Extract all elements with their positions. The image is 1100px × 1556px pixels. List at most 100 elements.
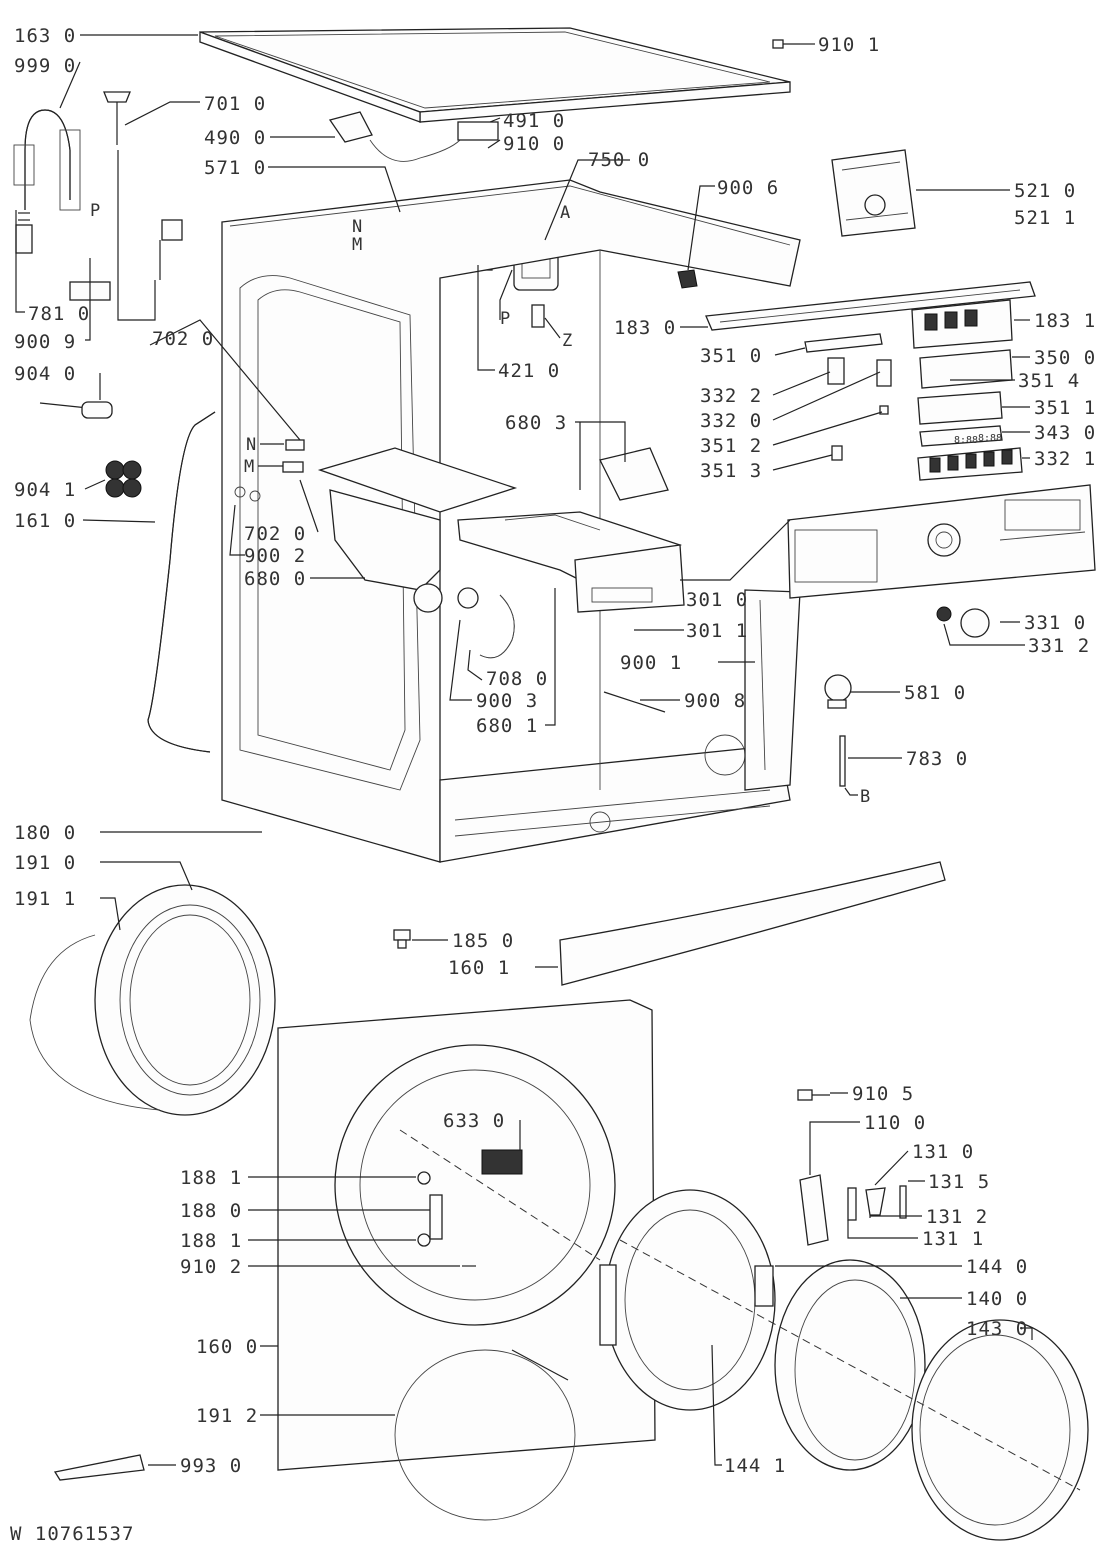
callout-680-0: 680 0 xyxy=(244,568,306,590)
callout-161-0: 161 0 xyxy=(14,510,76,532)
callout-110-0: 110 0 xyxy=(864,1112,926,1134)
callout-332-0: 332 0 xyxy=(700,410,762,432)
callout-702-0-a: 702 0 xyxy=(152,328,214,350)
callout-331-2: 331 2 xyxy=(1028,635,1090,657)
callout-191-0: 191 0 xyxy=(14,852,76,874)
callout-131-0: 131 0 xyxy=(912,1141,974,1163)
part-701 xyxy=(103,91,131,145)
callout-143-0: 143 0 xyxy=(966,1318,1028,1340)
cabinet xyxy=(221,179,801,863)
callout-910-5: 910 5 xyxy=(852,1083,914,1105)
part-783 xyxy=(839,735,846,787)
callout-351-3: 351 3 xyxy=(700,460,762,482)
drain-hose xyxy=(13,109,81,254)
tag-B: B xyxy=(860,787,870,807)
parts-131 xyxy=(847,1185,907,1221)
callout-188-1-a: 188 1 xyxy=(180,1167,242,1189)
tag-A: A xyxy=(560,203,570,223)
callout-131-2: 131 2 xyxy=(926,1206,988,1228)
top-rail xyxy=(705,281,1036,331)
callout-750-0: 750 0 xyxy=(588,149,650,171)
small-parts-332 xyxy=(827,357,892,461)
outer-ring xyxy=(911,1319,1089,1541)
tag-P1: P xyxy=(90,201,100,221)
callout-491-0: 491 0 xyxy=(503,110,565,132)
letter-tags: N M N M A P P Z B xyxy=(90,201,870,807)
callout-350-0: 350 0 xyxy=(1034,347,1096,369)
callout-183-1: 183 1 xyxy=(1034,310,1096,332)
svg-text:8:88: 8:88 xyxy=(954,435,978,446)
callout-900-2: 900 2 xyxy=(244,545,306,567)
tool-993 xyxy=(53,1454,145,1481)
knob-331 xyxy=(936,606,990,638)
callout-144-0: 144 0 xyxy=(966,1256,1028,1278)
callout-140-0: 140 0 xyxy=(966,1288,1028,1310)
callout-521-0: 521 0 xyxy=(1014,180,1076,202)
cable-tie xyxy=(603,691,666,713)
callout-900-6: 900 6 xyxy=(717,177,779,199)
control-panel xyxy=(787,484,1096,599)
pcb-183-1 xyxy=(911,299,1013,349)
button-rows: 8:88 8:88 xyxy=(917,391,1023,481)
callout-680-1: 680 1 xyxy=(476,715,538,737)
door-frame xyxy=(599,1189,776,1411)
callout-633-0: 633 0 xyxy=(443,1110,505,1132)
callout-993-0: 993 0 xyxy=(180,1455,242,1477)
callout-910-2: 910 2 xyxy=(180,1256,242,1278)
tag-N1: N xyxy=(352,217,362,237)
dispenser-680-0 xyxy=(317,447,518,613)
callout-910-0: 910 0 xyxy=(503,133,565,155)
callout-781-0: 781 0 xyxy=(28,303,90,325)
feet-904-1 xyxy=(105,460,142,498)
top-cover xyxy=(199,27,791,123)
clip-781 xyxy=(69,219,183,301)
callout-702-0-b: 702 0 xyxy=(244,523,306,545)
callout-185-0: 185 0 xyxy=(452,930,514,952)
screw-910-5 xyxy=(797,1089,830,1101)
callout-999-0: 999 0 xyxy=(14,55,76,77)
callout-701-0: 701 0 xyxy=(204,93,266,115)
document-id: W 10761537 xyxy=(10,1523,134,1545)
callout-680-3: 680 3 xyxy=(505,412,567,434)
callout-301-1: 301 1 xyxy=(686,620,748,642)
callout-131-1: 131 1 xyxy=(922,1228,984,1250)
tag-M1: M xyxy=(352,235,362,255)
part-900-6 xyxy=(677,269,698,289)
control-board xyxy=(831,149,916,237)
part-191-2 xyxy=(394,1349,576,1521)
front-bar xyxy=(559,861,946,986)
screw-185 xyxy=(393,929,411,949)
part-702 xyxy=(234,439,305,502)
callout-571-0: 571 0 xyxy=(204,157,266,179)
callout-904-0: 904 0 xyxy=(14,363,76,385)
door-seal xyxy=(29,884,276,1116)
callout-163-0: 163 0 xyxy=(14,25,76,47)
handle-110 xyxy=(799,1174,829,1246)
callout-910-1: 910 1 xyxy=(818,34,880,56)
board-350-0 xyxy=(919,349,1013,389)
wire-harness xyxy=(328,111,499,162)
hose-708 xyxy=(457,587,515,659)
callout-900-8: 900 8 xyxy=(684,690,746,712)
callout-191-1: 191 1 xyxy=(14,888,76,910)
callout-183-0: 183 0 xyxy=(614,317,676,339)
callout-160-0: 160 0 xyxy=(196,1336,258,1358)
callout-421-0: 421 0 xyxy=(498,360,560,382)
detergent-drawer xyxy=(457,511,685,613)
callout-900-9: 900 9 xyxy=(14,331,76,353)
gasket-161 xyxy=(147,411,216,753)
callout-521-1: 521 1 xyxy=(1014,207,1076,229)
callout-188-0: 188 0 xyxy=(180,1200,242,1222)
callout-labels: 163 0 910 1 999 0 701 0 491 0 490 0 910 … xyxy=(14,25,1096,1477)
front-panel xyxy=(277,999,656,1471)
callout-783-0: 783 0 xyxy=(906,748,968,770)
callout-490-0: 490 0 xyxy=(204,127,266,149)
callout-343-0: 343 0 xyxy=(1034,422,1096,444)
callout-581-0: 581 0 xyxy=(904,682,966,704)
callout-332-2: 332 2 xyxy=(700,385,762,407)
callout-332-1: 332 1 xyxy=(1034,448,1096,470)
callout-900-1: 900 1 xyxy=(620,652,682,674)
bracket-680-3 xyxy=(599,447,669,501)
callout-904-1: 904 1 xyxy=(14,479,76,501)
callout-301-0: 301 0 xyxy=(686,589,748,611)
